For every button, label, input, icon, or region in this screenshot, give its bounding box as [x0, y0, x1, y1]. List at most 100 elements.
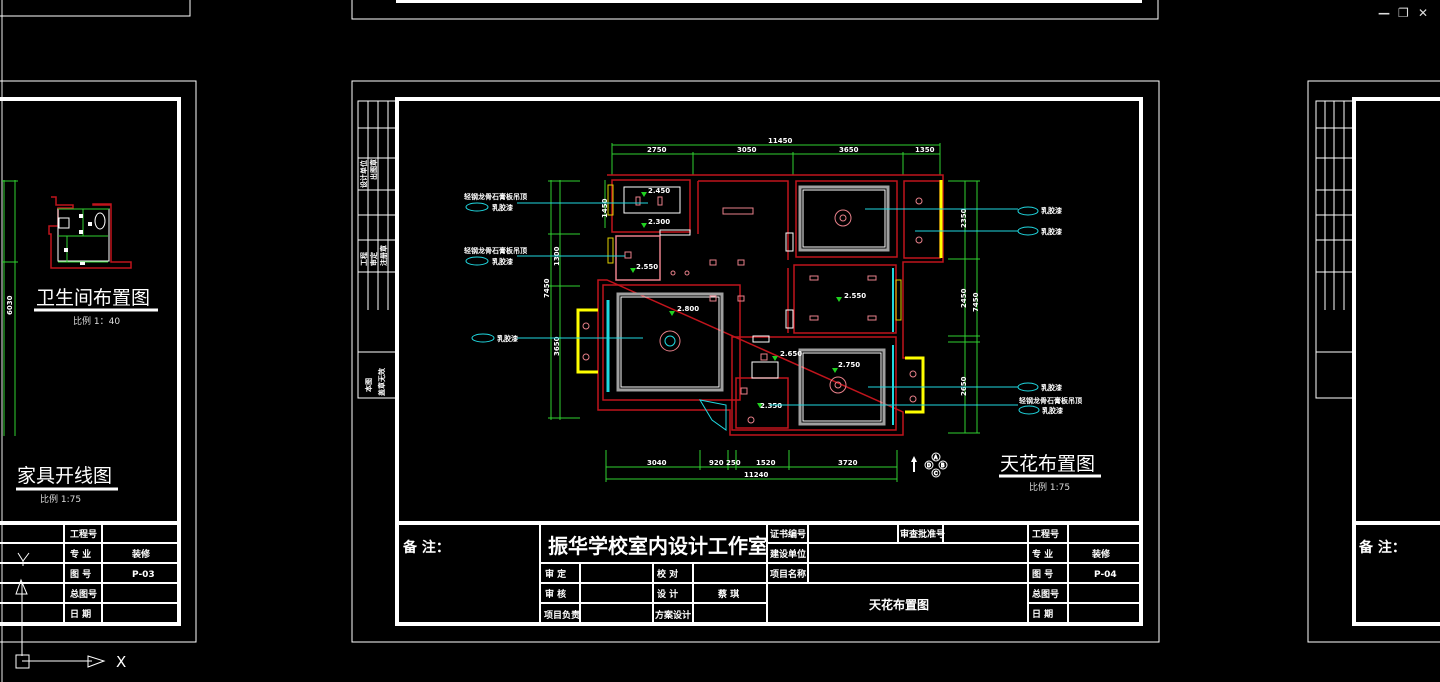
strip-text: 本图	[364, 378, 373, 393]
note-text: 轻钢龙骨石膏板吊顶	[464, 192, 527, 201]
side-strip: 设计单位 出图章 工程 审定 注册章 本图 盖章无效	[357, 100, 398, 399]
tb-label: 总图号	[70, 588, 97, 600]
elevation-label: 2.350	[760, 402, 782, 410]
restore-button[interactable]: ❐	[1398, 6, 1409, 20]
tb-label: 建设单位	[770, 548, 806, 560]
tb-label: 专 业	[70, 548, 91, 560]
strip-text: 设计单位	[359, 160, 368, 188]
elevation-label: 2.300	[648, 218, 670, 226]
tb-value: 装修	[1091, 548, 1111, 560]
note-tag: 乳胶漆	[1041, 227, 1062, 236]
tb-label: 审 核	[545, 588, 566, 600]
index-label: C	[934, 471, 938, 477]
tb-label: 审查批准号	[900, 528, 945, 540]
dim-text: 11450	[768, 137, 792, 145]
index-label: A	[934, 455, 938, 461]
index-label: B	[941, 463, 945, 469]
elevation-label: 2.650	[780, 350, 802, 358]
note-text: 轻钢龙骨石膏板吊顶	[1019, 396, 1082, 405]
left-sheet: 工程号 专 业 装修 图 号 P-03 总图号 日 期 6030	[0, 80, 197, 643]
dim-text: 7450	[543, 278, 551, 298]
tb-label: 日 期	[1032, 608, 1053, 620]
tb-label: 日 期	[70, 608, 91, 620]
left-title-block: 工程号 专 业 装修 图 号 P-03 总图号 日 期	[0, 523, 179, 624]
tb-label: 总图号	[1032, 588, 1059, 600]
index-label: D	[927, 463, 931, 469]
ucs-x-label: X	[116, 653, 126, 671]
close-button[interactable]: ✕	[1418, 6, 1429, 20]
tb-label: 证书编号	[770, 528, 806, 540]
furniture-scale: 比例 1:75	[40, 493, 81, 505]
sheet-name: 天花布置图	[869, 597, 929, 612]
dim-text: 2750	[647, 146, 667, 154]
note-tag: 乳胶漆	[1041, 206, 1062, 215]
main-sheet: 设计单位 出图章 工程 审定 注册章 本图 盖章无效 备 注：	[351, 80, 1160, 643]
note-tag: 乳胶漆	[492, 203, 513, 212]
tb-label: 方案设计	[655, 609, 691, 621]
dim-text: 2350	[960, 208, 968, 228]
bathroom-title: 卫生间布置图	[36, 287, 150, 309]
note-text: 轻钢龙骨石膏板吊顶	[464, 246, 527, 255]
dim-text: 3650	[839, 146, 859, 154]
dim-text: 3720	[838, 459, 858, 467]
remarks-label: 备 注：	[402, 539, 450, 556]
bathroom-plan	[48, 196, 132, 269]
dim-text: 6030	[6, 295, 14, 315]
minimize-button[interactable]: —	[1378, 6, 1390, 20]
note-tag: 乳胶漆	[1041, 383, 1062, 392]
drawing-title: 天花布置图	[1000, 453, 1095, 475]
dim-text: 11240	[744, 471, 768, 479]
dim-text: 1350	[915, 146, 935, 154]
strip-text: 工程	[359, 252, 368, 266]
dim-text: 1520	[756, 459, 776, 467]
note-tag: 乳胶漆	[1042, 406, 1063, 415]
elevation-label: 2.750	[838, 361, 860, 369]
dim-text: 3040	[647, 459, 667, 467]
strip-text: 盖章无效	[377, 367, 386, 396]
elevation-label: 2.800	[677, 305, 699, 313]
ucs-icon: X	[15, 552, 126, 671]
dim-text: 3050	[737, 146, 757, 154]
elevation-markers: 2.450 2.300 2.550 2.800 2.550 2.650 2.75…	[630, 187, 866, 410]
section-index-icon: A B C D	[924, 452, 948, 478]
dim-text: 1450	[601, 198, 609, 218]
dim-text: 2450	[960, 288, 968, 308]
tb-value: 蔡 琪	[717, 588, 739, 600]
strip-text: 审定	[369, 252, 378, 266]
ceiling-plan: 11450 2750 3050 3650 1350 3040 920 250 1…	[464, 137, 1082, 482]
dim-text: 2650	[960, 376, 968, 396]
tb-label: 专 业	[1032, 548, 1053, 560]
tb-label: 项目名称	[770, 568, 806, 580]
top-middle-sheet-partial	[351, 0, 1159, 20]
note-tag: 乳胶漆	[492, 257, 513, 266]
remarks-label: 备 注：	[1358, 539, 1406, 556]
tb-label: 设 计	[657, 588, 678, 600]
note-leaders: 轻钢龙骨石膏板吊顶 乳胶漆 轻钢龙骨石膏板吊顶 乳胶漆 乳胶漆 乳胶漆 乳胶漆 …	[464, 192, 1082, 415]
dimension-lines: 11450 2750 3050 3650 1350 3040 920 250 1…	[543, 137, 980, 482]
strip-text: 出图章	[369, 159, 378, 180]
dim-text: 250	[726, 459, 741, 467]
main-title-block: 备 注： 振华学校室内设计工作室 审 定 校 对 审 核 设 计 蔡 琪 项目负…	[402, 523, 1141, 624]
top-left-sheet-partial	[0, 0, 191, 17]
dim-text: 7450	[972, 292, 980, 312]
strip-text: 注册章	[379, 245, 388, 266]
elevation-label: 2.550	[636, 263, 658, 271]
furniture-title: 家具开线图	[17, 465, 112, 487]
walls	[597, 174, 944, 436]
north-arrow-icon	[911, 456, 917, 472]
tb-label: 图 号	[1032, 569, 1053, 580]
dim-text: 3650	[553, 336, 561, 356]
left-dimension: 6030	[2, 180, 18, 436]
bathroom-scale: 比例 1：40	[73, 315, 120, 327]
tb-label: 项目负责	[544, 609, 580, 621]
studio-name: 振华学校室内设计工作室	[548, 534, 768, 558]
tb-label: 审 定	[545, 568, 567, 580]
tb-value: P-03	[132, 570, 155, 580]
windows	[576, 180, 943, 431]
note-tag: 乳胶漆	[497, 334, 518, 343]
dim-text: 920	[709, 459, 724, 467]
tb-value: 装修	[131, 548, 151, 560]
drawing-scale: 比例 1:75	[1029, 481, 1070, 493]
right-sheet: 备 注：	[1307, 80, 1440, 643]
